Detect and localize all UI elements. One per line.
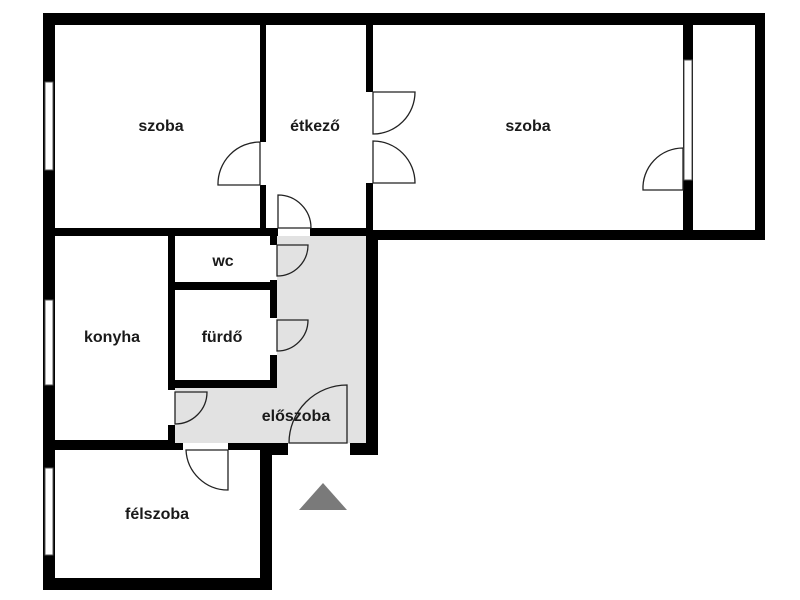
wall-furdo-right: [270, 285, 277, 318]
room-label-felszoba: félszoba: [124, 506, 190, 523]
door-etkezo-bottom: [372, 140, 416, 184]
door-entrance: [288, 384, 348, 444]
wall-furdo-right-low: [270, 355, 277, 388]
door-balcony: [642, 147, 684, 191]
outer-wall-right: [755, 13, 765, 240]
outer-wall-felszoba-right: [260, 443, 272, 590]
door-etkezo-top: [372, 91, 416, 135]
wall-szoba-etkezo-low: [260, 185, 266, 232]
room-label-eloszoba: előszoba: [261, 408, 331, 425]
room-label-szoba-2: szoba: [505, 118, 551, 135]
door-szoba-1: [217, 141, 261, 186]
room-label-konyha: konyha: [83, 329, 141, 346]
outer-wall-top: [43, 13, 765, 25]
room-label-etkezo: étkező: [290, 118, 340, 135]
door-furdo: [276, 319, 309, 352]
room-label-wc: wc: [212, 253, 234, 270]
window-konyha: [44, 299, 54, 386]
entrance-marker-icon: [299, 483, 347, 510]
door-felszoba: [185, 449, 229, 491]
wall-mid-right: [310, 228, 370, 236]
window-balcony-door: [683, 59, 693, 181]
outer-wall-bottom: [43, 578, 272, 590]
wall-furdo-bottom: [168, 380, 277, 388]
room-label-szoba: szoba: [138, 118, 184, 135]
wall-etkezo-szoba-low: [366, 183, 373, 233]
wall-mid-left: [43, 228, 278, 236]
door-wc: [276, 244, 309, 277]
doors: [174, 91, 684, 491]
walls: [43, 13, 765, 590]
room-label-furdo: fürdő: [201, 329, 243, 346]
wall-wc-furdo: [168, 282, 277, 290]
door-konyha: [174, 391, 208, 425]
window-felszoba: [44, 467, 54, 556]
wall-etkezo-szoba: [366, 25, 373, 92]
outer-wall-hall-right: [366, 230, 378, 455]
wall-wc-right: [270, 233, 277, 245]
door-etkezo-hall: [277, 194, 312, 229]
outer-wall-middle: [366, 230, 765, 240]
wall-konyha-wc: [168, 233, 175, 390]
wall-konyha-hall: [168, 425, 175, 448]
window-szoba: [44, 81, 54, 171]
wall-felszoba-top-left: [43, 443, 183, 450]
wall-felszoba-top-right: [228, 443, 272, 450]
windows: [44, 59, 693, 556]
hall-floor: [175, 236, 366, 443]
wall-szoba-etkezo: [260, 25, 266, 142]
